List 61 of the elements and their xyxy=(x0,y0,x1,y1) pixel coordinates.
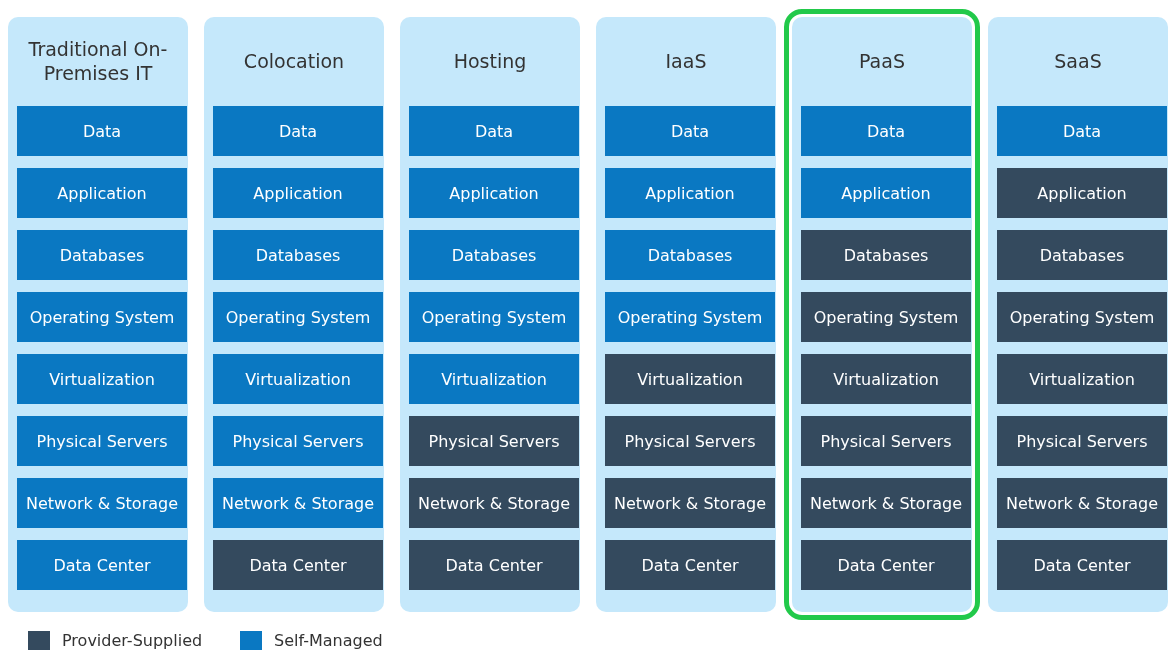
layer-box: Physical Servers xyxy=(409,416,579,466)
column-title: SaaS xyxy=(1053,49,1103,74)
layer-box: Network & Storage xyxy=(17,478,187,528)
layer-box: Data xyxy=(213,106,383,156)
layer-box: Databases xyxy=(997,230,1167,280)
layer-box: Operating System xyxy=(17,292,187,342)
layer-box: Application xyxy=(213,168,383,218)
layer-box: Virtualization xyxy=(213,354,383,404)
column-title: IaaS xyxy=(664,49,708,74)
layer-box: Application xyxy=(17,168,187,218)
layer-box: Data Center xyxy=(801,540,971,590)
column-panel xyxy=(400,17,580,612)
layer-box: Databases xyxy=(409,230,579,280)
layer-box: Operating System xyxy=(605,292,775,342)
layer-box: Virtualization xyxy=(997,354,1167,404)
column-panel xyxy=(8,17,188,612)
layer-box: Application xyxy=(409,168,579,218)
layer-box: Databases xyxy=(801,230,971,280)
layer-box: Data xyxy=(801,106,971,156)
layer-box: Network & Storage xyxy=(997,478,1167,528)
layer-box: Application xyxy=(801,168,971,218)
layer-box: Databases xyxy=(605,230,775,280)
layer-box: Data Center xyxy=(17,540,187,590)
layer-box: Network & Storage xyxy=(605,478,775,528)
layer-box: Application xyxy=(605,168,775,218)
layer-box: Application xyxy=(997,168,1167,218)
layer-box: Databases xyxy=(17,230,187,280)
layer-box: Virtualization xyxy=(605,354,775,404)
column-title: Hosting xyxy=(452,49,528,74)
layer-box: Virtualization xyxy=(801,354,971,404)
column-title: Colocation xyxy=(242,49,346,74)
layer-box: Databases xyxy=(213,230,383,280)
layer-box: Operating System xyxy=(409,292,579,342)
layer-box: Data xyxy=(997,106,1167,156)
layer-box: Data xyxy=(17,106,187,156)
layer-box: Data Center xyxy=(213,540,383,590)
column-panel xyxy=(596,17,776,612)
legend-label: Self-Managed xyxy=(274,630,383,650)
layer-box: Data Center xyxy=(997,540,1167,590)
layer-box: Data Center xyxy=(605,540,775,590)
layer-box: Physical Servers xyxy=(213,416,383,466)
column-panel xyxy=(204,17,384,612)
legend-label: Provider-Supplied xyxy=(62,630,203,650)
layer-box: Data xyxy=(409,106,579,156)
column-title: Traditional On-Premises IT xyxy=(27,37,169,86)
layer-box: Network & Storage xyxy=(801,478,971,528)
column-title: PaaS xyxy=(858,49,906,74)
layer-box: Operating System xyxy=(801,292,971,342)
layer-box: Physical Servers xyxy=(997,416,1167,466)
layer-box: Operating System xyxy=(213,292,383,342)
layer-box: Network & Storage xyxy=(213,478,383,528)
layer-box: Physical Servers xyxy=(17,416,187,466)
layer-box: Network & Storage xyxy=(409,478,579,528)
layer-box: Virtualization xyxy=(409,354,579,404)
layer-box: Operating System xyxy=(997,292,1167,342)
column-panel xyxy=(988,17,1168,612)
layer-box: Virtualization xyxy=(17,354,187,404)
layer-box: Physical Servers xyxy=(801,416,971,466)
layer-box: Physical Servers xyxy=(605,416,775,466)
layer-box: Data xyxy=(605,106,775,156)
layer-box: Data Center xyxy=(409,540,579,590)
